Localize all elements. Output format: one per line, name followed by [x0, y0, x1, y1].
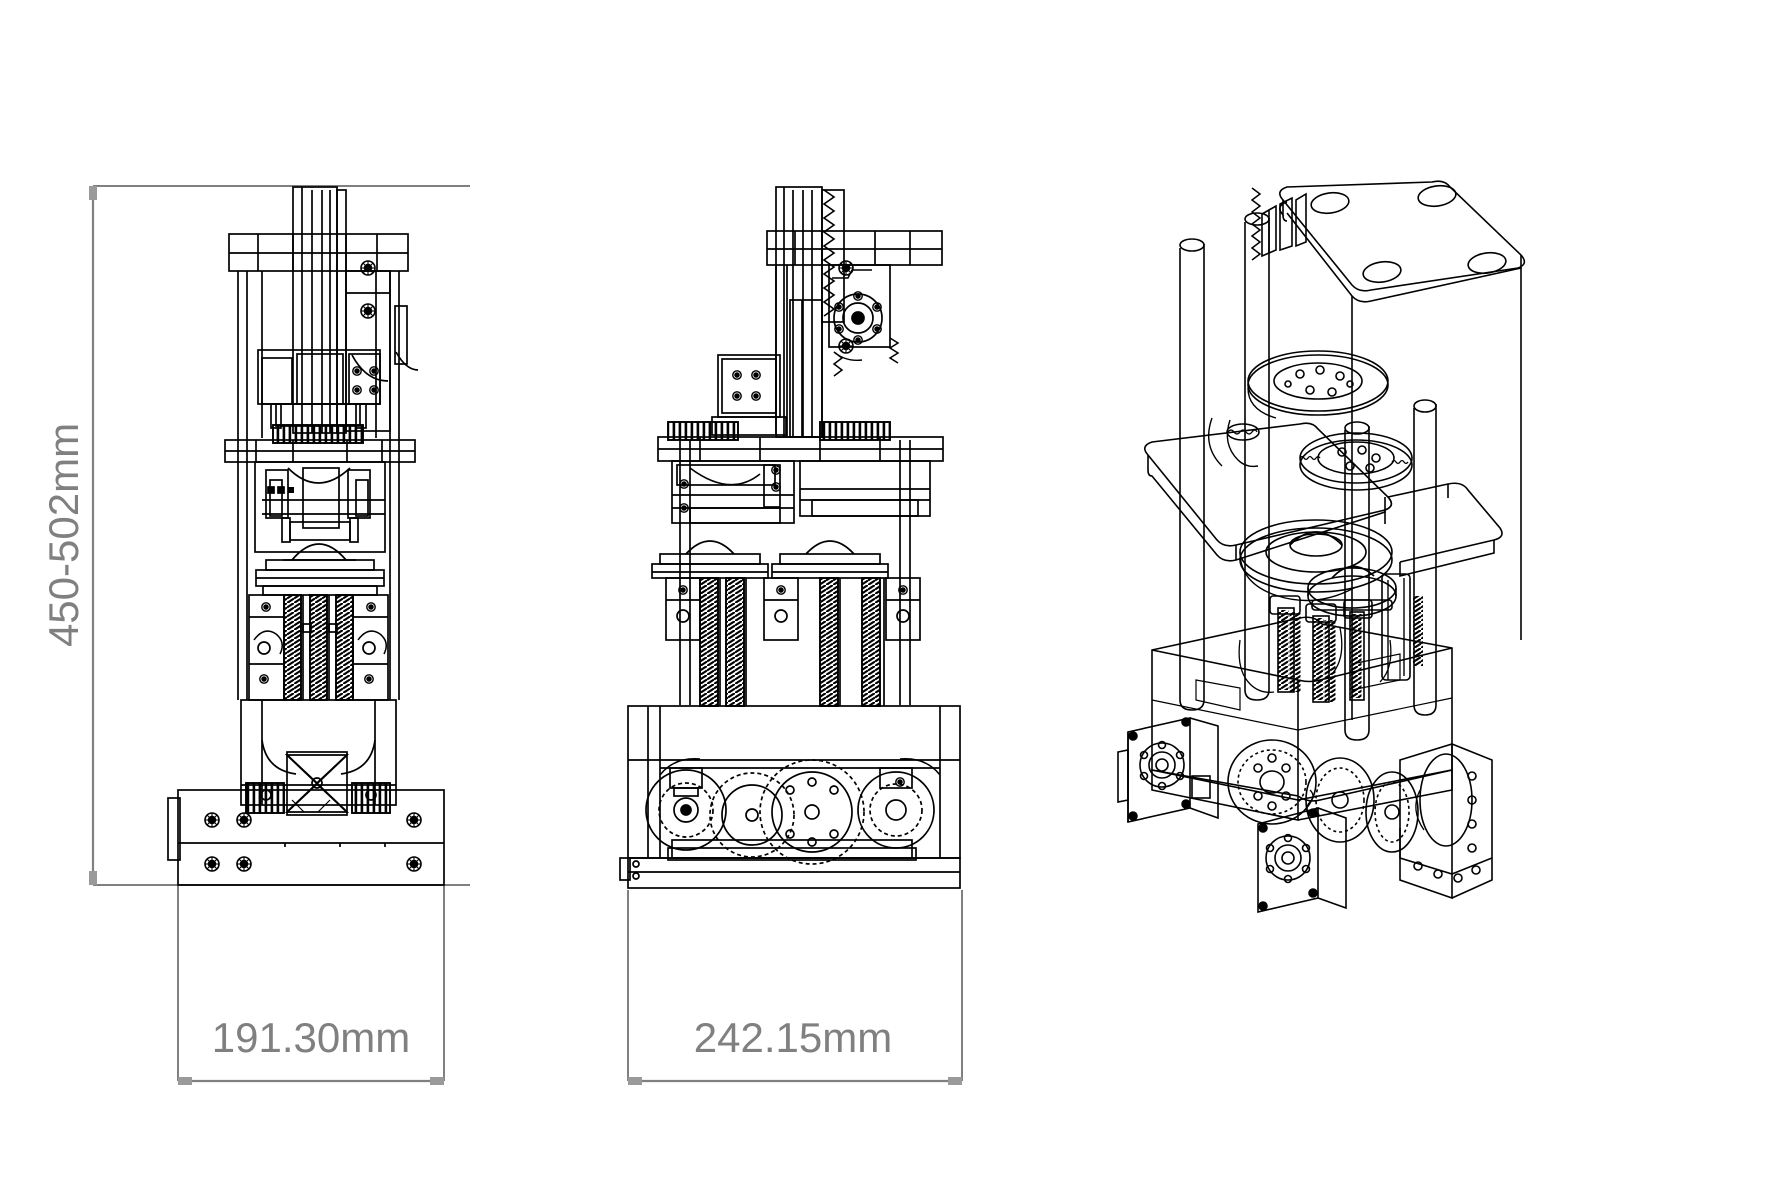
pinion-gear-iso	[1226, 423, 1260, 441]
servo-motor-left	[1117, 716, 1219, 824]
front-width-arrow-left	[178, 1077, 192, 1085]
front-view	[167, 186, 445, 886]
side-actuator-right	[352, 594, 389, 701]
gearbox-housing-right	[799, 460, 931, 517]
twin-spur-gears	[667, 421, 891, 441]
dimension-front-width: 191.30mm	[177, 885, 445, 1085]
linear-rail-columns	[237, 271, 400, 700]
bottom-mounting-plate	[167, 789, 445, 886]
spur-gear	[272, 424, 364, 444]
cross-brace-x	[284, 751, 350, 816]
mid-carriage-side	[711, 299, 823, 438]
base-skirt-left	[1151, 769, 1453, 821]
rotary-joint	[254, 461, 386, 553]
track-housing-right	[1399, 743, 1493, 900]
mounting-hole-4	[1467, 251, 1507, 275]
mounting-hole-1	[1310, 191, 1350, 215]
dimension-side-width: 242.15mm	[627, 890, 963, 1085]
side-width-arrow-right	[948, 1077, 962, 1085]
front-width-dimension-label: 191.30mm	[212, 1014, 410, 1061]
mounting-hole-3	[1362, 260, 1402, 284]
dome-bearing	[255, 543, 385, 596]
height-arrow-bottom	[89, 871, 97, 885]
height-arrow-top	[89, 186, 97, 200]
coil-spring-actuators	[283, 594, 354, 701]
upper-cross-plate	[228, 233, 409, 272]
turntable-ring-upper	[1247, 350, 1389, 419]
bottom-mounting-plate-side	[619, 847, 961, 889]
guide-posts-iso	[1179, 212, 1522, 741]
mid-plate-extension	[1387, 482, 1503, 578]
side-width-arrow-left	[628, 1077, 642, 1085]
pinion-gear	[832, 337, 900, 377]
base-rack-rails	[245, 782, 391, 814]
dome-bearings-side	[651, 540, 889, 579]
front-width-arrow-right	[430, 1077, 444, 1085]
mounting-hole-2	[1417, 184, 1457, 208]
side-width-dimension-label: 242.15mm	[694, 1014, 892, 1061]
isometric-view	[1117, 180, 1526, 914]
gear-train-iso	[1227, 739, 1419, 853]
actuator-blocks-side	[665, 577, 921, 641]
height-dimension-label: 450-502mm	[40, 423, 87, 647]
gearbox-housing	[671, 460, 795, 524]
carriage-block-right	[345, 260, 419, 432]
coil-spring-actuators-side	[699, 577, 885, 707]
side-view	[619, 186, 961, 889]
